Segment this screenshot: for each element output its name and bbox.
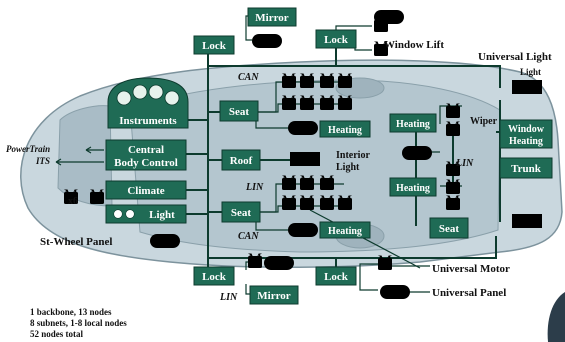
node-label: Seat bbox=[231, 207, 252, 219]
switch-panel-icon bbox=[264, 256, 294, 270]
switch-panel-icon bbox=[150, 234, 180, 248]
universal-light-label: Universal Light bbox=[478, 51, 552, 63]
node-central-body-control: Central Body Control bbox=[106, 140, 186, 170]
node-trunk: Trunk bbox=[500, 158, 552, 178]
node-lock-top-left: Lock bbox=[194, 36, 234, 54]
can-bottom-label: CAN bbox=[238, 231, 259, 242]
node-label-line1: Window bbox=[508, 124, 545, 135]
node-heating-front: Heating bbox=[320, 121, 370, 137]
node-heating-rear-top: Heating bbox=[390, 114, 436, 132]
node-seat-front: Seat bbox=[220, 101, 258, 121]
stats-line-3: 52 nodes total bbox=[30, 329, 84, 339]
stats-line-2: 8 subnets, 1-8 local nodes bbox=[30, 318, 127, 328]
its-label: ITS bbox=[35, 156, 50, 166]
node-label: Climate bbox=[127, 185, 164, 197]
node-label: Lock bbox=[324, 34, 349, 46]
node-label: Heating bbox=[328, 125, 362, 136]
node-mirror-bottom: Mirror bbox=[250, 286, 298, 304]
node-lock-bottom-mid: Lock bbox=[316, 267, 356, 285]
motor-icon bbox=[338, 71, 352, 88]
node-label: Heating bbox=[396, 119, 430, 130]
motor-icon bbox=[282, 71, 296, 88]
node-lock-top-mid: Lock bbox=[316, 30, 356, 48]
lin-mid-label: LIN bbox=[245, 182, 264, 193]
motor-icon bbox=[300, 71, 314, 88]
node-instruments: Instruments bbox=[108, 78, 188, 128]
st-wheel-panel-label: St-Wheel Panel bbox=[40, 236, 112, 248]
motor-icon bbox=[90, 187, 104, 204]
node-label: Mirror bbox=[255, 12, 289, 24]
node-label: Mirror bbox=[257, 290, 291, 302]
motor-icon bbox=[446, 101, 460, 118]
node-label: Lock bbox=[202, 271, 227, 283]
universal-panel-label: Universal Panel bbox=[432, 287, 506, 299]
motor-icon bbox=[378, 253, 392, 270]
switch-panel-icon bbox=[288, 223, 318, 237]
motor-icon bbox=[320, 93, 334, 110]
window-lift-label: Window Lift bbox=[384, 39, 444, 51]
node-window-heating: Window Heating bbox=[500, 120, 552, 148]
node-label-line1: Central bbox=[128, 144, 164, 156]
motor-icon bbox=[300, 173, 314, 190]
node-heating-rear-bottom: Heating bbox=[320, 222, 370, 238]
node-heating-rear-mid: Heating bbox=[390, 178, 436, 196]
node-label: Light bbox=[149, 209, 175, 221]
motor-icon bbox=[320, 71, 334, 88]
x6-label: x6 bbox=[68, 196, 78, 207]
node-roof: Roof bbox=[222, 150, 260, 170]
switch-panel-icon bbox=[374, 10, 404, 24]
node-label: Lock bbox=[324, 271, 349, 283]
node-seat-right: Seat bbox=[430, 218, 468, 238]
node-seat-rear: Seat bbox=[222, 202, 260, 222]
switch-panel-icon bbox=[402, 146, 432, 160]
node-label-line2: Body Control bbox=[114, 157, 178, 169]
powertrain-label: PowerTrain bbox=[6, 144, 50, 154]
node-label: Lock bbox=[202, 40, 227, 52]
switch-panel-icon bbox=[380, 285, 410, 299]
motor-icon bbox=[320, 193, 334, 210]
lamp-icon bbox=[512, 80, 542, 94]
motor-icon bbox=[282, 93, 296, 110]
node-label: Heating bbox=[396, 183, 430, 194]
motor-icon bbox=[282, 173, 296, 190]
motor-icon bbox=[300, 193, 314, 210]
motor-icon bbox=[338, 193, 352, 210]
motor-icon bbox=[446, 177, 460, 194]
motor-icon bbox=[338, 93, 352, 110]
wiper-label: Wiper bbox=[470, 116, 498, 127]
lamp-icon bbox=[512, 214, 542, 228]
node-lock-bottom-left: Lock bbox=[194, 267, 234, 285]
lamp-icon bbox=[290, 152, 320, 166]
node-label: Seat bbox=[229, 106, 250, 118]
motor-icon bbox=[282, 193, 296, 210]
motor-icon bbox=[446, 193, 460, 210]
motor-icon bbox=[446, 119, 460, 136]
node-label-line2: Heating bbox=[509, 136, 543, 147]
light-small-label: Light bbox=[520, 67, 541, 77]
corner-fragment bbox=[548, 292, 565, 342]
node-mirror-top: Mirror bbox=[248, 8, 296, 26]
node-climate: Climate bbox=[106, 181, 186, 199]
lin-right-label: LIN bbox=[455, 158, 474, 169]
node-label: Instruments bbox=[119, 115, 177, 127]
can-top-label: CAN bbox=[238, 72, 259, 83]
stats-line-1: 1 backbone, 13 nodes bbox=[30, 307, 112, 317]
interior-light-line2: Light bbox=[336, 162, 360, 173]
universal-motor-label: Universal Motor bbox=[432, 263, 510, 275]
node-label: Seat bbox=[439, 223, 460, 235]
node-light: Light bbox=[106, 205, 186, 223]
node-label: Roof bbox=[230, 155, 253, 167]
switch-panel-icon bbox=[288, 121, 318, 135]
motor-icon bbox=[248, 251, 262, 268]
switch-panel-icon bbox=[252, 34, 282, 48]
node-label: Trunk bbox=[511, 163, 542, 175]
interior-light-line1: Interior bbox=[336, 150, 370, 161]
motor-icon bbox=[300, 93, 314, 110]
lin-bottom-label: LIN bbox=[219, 292, 238, 303]
motor-icon bbox=[320, 173, 334, 190]
node-label: Heating bbox=[328, 226, 362, 237]
